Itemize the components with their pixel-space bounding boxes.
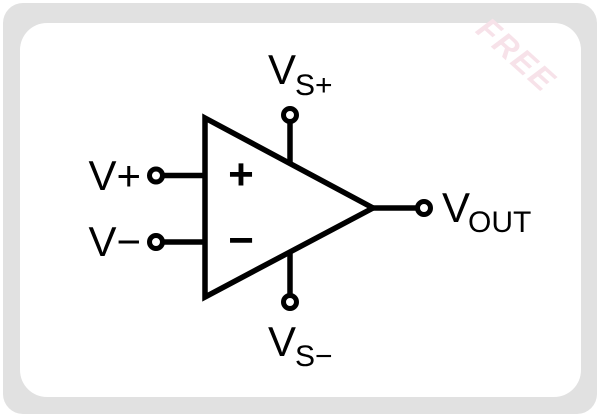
negative-supply-label: V bbox=[268, 318, 296, 365]
minus-symbol: − bbox=[228, 216, 254, 265]
plus-symbol: + bbox=[228, 150, 254, 199]
positive-supply-label: V bbox=[268, 46, 296, 93]
output-label: V bbox=[442, 184, 470, 231]
output-label-subscript: OUT bbox=[468, 206, 531, 239]
terminal-labels: V+ V− V S+ V S− V OUT bbox=[88, 46, 531, 373]
noninverting-input-label: V+ bbox=[88, 152, 141, 199]
output-terminal bbox=[415, 199, 433, 217]
positive-supply-label-subscript: S+ bbox=[295, 69, 333, 102]
negative-supply-terminal bbox=[281, 293, 299, 311]
opamp-triangle bbox=[202, 113, 379, 302]
terminals bbox=[147, 106, 433, 311]
negative-supply-label-subscript: S− bbox=[295, 340, 333, 373]
inverting-input-terminal bbox=[147, 233, 165, 251]
noninverting-input-terminal bbox=[147, 166, 165, 185]
input-polarity-signs: + − bbox=[228, 150, 254, 265]
positive-supply-terminal bbox=[281, 106, 299, 124]
inverting-input-label: V− bbox=[88, 218, 141, 265]
